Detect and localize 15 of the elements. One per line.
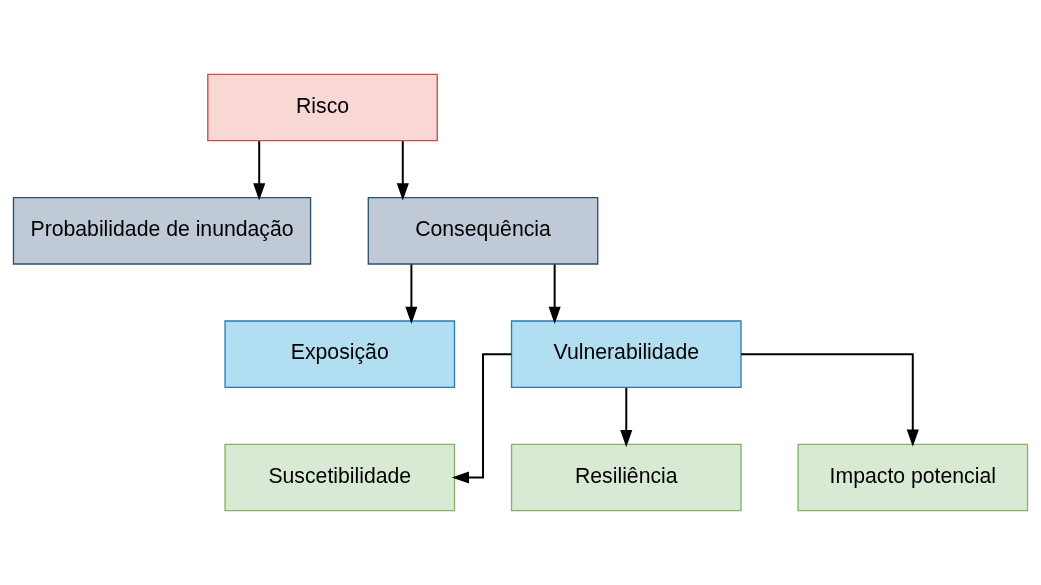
node-box: Exposição	[224, 320, 456, 388]
node-box: Resiliência	[510, 443, 742, 512]
node-box: Suscetibilidade	[224, 443, 456, 512]
node-box: Impacto potencial	[797, 443, 1029, 512]
node-box: Probabilidade de inundação	[12, 197, 312, 265]
arrow	[451, 353, 513, 484]
arrow	[396, 140, 409, 201]
arrow	[548, 263, 561, 324]
arrow	[740, 353, 919, 447]
arrow	[620, 386, 633, 448]
node-box: Vulnerabilidade	[510, 320, 742, 388]
arrow	[253, 140, 266, 201]
arrow	[405, 263, 418, 324]
node-box: Consequência	[367, 197, 599, 265]
node-box: Risco	[207, 73, 438, 142]
